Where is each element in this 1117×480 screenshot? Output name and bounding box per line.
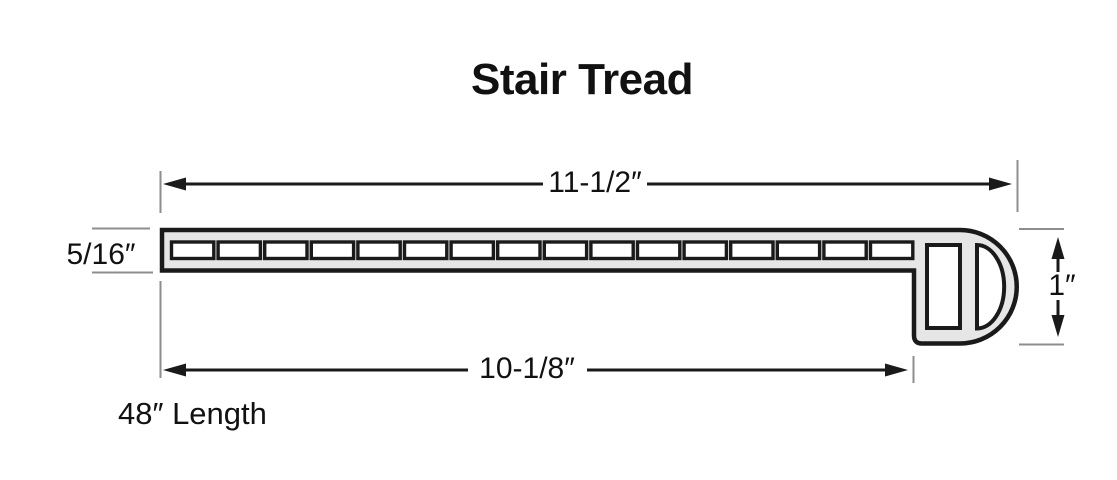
dimension-nose-height [1051, 237, 1065, 337]
nose-height-label: 1″ [1048, 269, 1076, 302]
top-width-label: 11-1/2″ [548, 166, 642, 199]
arrowhead-up-icon [1051, 237, 1065, 259]
dimension-top-width [163, 177, 1012, 191]
arrowhead-right-icon [989, 177, 1012, 191]
dimension-bottom-depth [163, 363, 908, 377]
hollow-cell [309, 240, 356, 261]
arrowhead-right-icon [885, 363, 908, 377]
hollow-cell [682, 240, 729, 261]
hollow-cell [635, 240, 682, 261]
hollow-cell [729, 240, 775, 261]
hollow-cell [775, 240, 822, 261]
length-label: 48″ Length [118, 396, 267, 431]
page-title: Stair Tread [471, 55, 693, 104]
hollow-cell [868, 240, 915, 261]
bottom-depth-label: 10-1/8″ [479, 352, 575, 385]
hollow-cell [402, 240, 449, 261]
arrowhead-down-icon [1051, 315, 1065, 337]
hollow-cell [542, 240, 589, 261]
nose-cavity-rect [925, 243, 962, 330]
hollow-cells [169, 240, 915, 261]
hollow-cell [356, 240, 402, 261]
arrowhead-left-icon [163, 363, 186, 377]
hollow-cell [449, 240, 496, 261]
hollow-cell [169, 240, 216, 261]
hollow-cell [589, 240, 635, 261]
hollow-cell [263, 240, 309, 261]
nose-cavity-dshape [975, 242, 1007, 331]
hollow-cell [822, 240, 868, 261]
extension-lines [92, 160, 1064, 383]
thickness-label: 5/16″ [66, 238, 136, 271]
hollow-cell [216, 240, 263, 261]
arrowhead-left-icon [163, 177, 186, 191]
hollow-cell [496, 240, 542, 261]
